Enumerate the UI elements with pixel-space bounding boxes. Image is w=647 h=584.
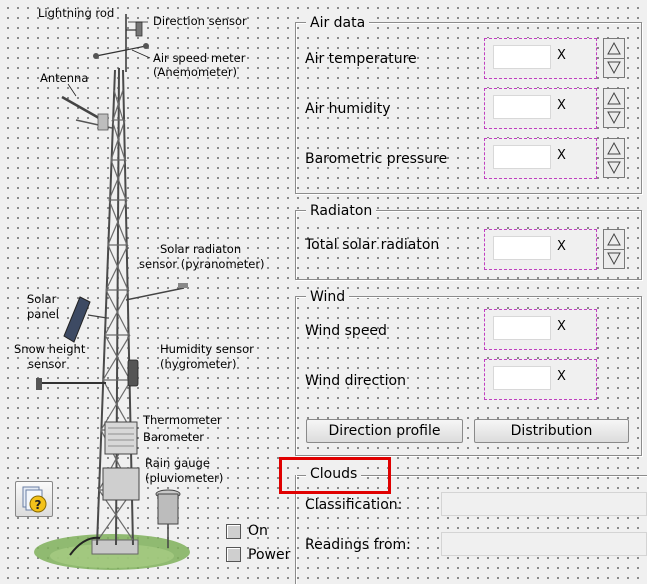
wind-direction-value: X	[484, 359, 597, 400]
anemometer-cup	[143, 43, 149, 49]
total-solar-radiation-unit: X	[557, 239, 566, 254]
radiation-title: Radiaton	[306, 203, 377, 219]
spin-down-button[interactable]	[604, 158, 624, 177]
logger-box	[102, 467, 140, 501]
spin-up-icon	[607, 41, 621, 55]
total-solar-radiation-value: X	[484, 229, 597, 270]
distribution-button[interactable]: Distribution	[474, 419, 629, 443]
label-direction-sensor: Direction sensor	[153, 14, 247, 28]
barometric-pressure-label: Barometric pressure	[305, 151, 448, 167]
label-rain-gauge: Rain gauge	[145, 456, 210, 470]
tower-lattice	[96, 67, 134, 546]
classification-label: Classification:	[305, 497, 403, 513]
total-solar-radiation-display	[493, 236, 551, 260]
air-temperature-value: X	[484, 38, 597, 79]
svg-text:?: ?	[35, 498, 42, 512]
clouds-group-left-border	[295, 475, 296, 584]
on-checkbox[interactable]	[226, 524, 241, 539]
power-label: Power	[248, 547, 291, 563]
thermometer-barometer-box	[104, 421, 138, 455]
wind-direction-display	[493, 366, 551, 390]
air-humidity-unit: X	[557, 98, 566, 113]
label-snow-height-1: Snow height	[14, 342, 86, 356]
barometric-pressure-unit: X	[557, 148, 566, 163]
classification-field[interactable]	[441, 492, 647, 516]
spin-down-icon	[607, 252, 621, 266]
label-antenna: Antenna	[40, 71, 89, 85]
readings-from-label: Readings from:	[305, 537, 411, 553]
label-pluviometer: (pluviometer)	[145, 471, 224, 485]
label-pyranometer: sensor (pyranometer)	[139, 257, 265, 271]
air-temperature-spinner[interactable]	[603, 38, 625, 78]
spin-down-icon	[607, 111, 621, 125]
spin-up-icon	[607, 232, 621, 246]
readings-from-field[interactable]	[441, 532, 647, 556]
pyranometer-arm	[125, 287, 185, 301]
help-button[interactable]: ?	[15, 481, 53, 517]
barometric-pressure-display	[493, 145, 551, 169]
total-solar-radiation-spinner[interactable]	[603, 229, 625, 269]
air-data-group	[295, 22, 642, 194]
weather-station-illustration: Lightning rod Direction sensor Air speed…	[0, 0, 290, 584]
spin-down-icon	[607, 61, 621, 75]
spin-down-button[interactable]	[604, 249, 624, 268]
wind-group	[295, 296, 642, 456]
wind-speed-display	[493, 316, 551, 340]
spin-down-button[interactable]	[604, 58, 624, 77]
air-temperature-display	[493, 45, 551, 69]
label-anemometer: (Anemometer)	[153, 65, 238, 79]
power-checkbox[interactable]	[226, 547, 241, 562]
barometric-pressure-spinner[interactable]	[603, 138, 625, 178]
total-solar-radiation-label: Total solar radiaton	[305, 237, 440, 253]
air-humidity-spinner[interactable]	[603, 88, 625, 128]
air-data-title: Air data	[306, 15, 370, 31]
label-lightning-rod: Lightning rod	[38, 6, 115, 20]
spin-down-icon	[607, 161, 621, 175]
label-thermometer: Thermometer	[143, 413, 222, 427]
direction-sensor	[135, 21, 143, 37]
clouds-title: Clouds	[306, 466, 362, 482]
wind-direction-label: Wind direction	[305, 373, 406, 389]
spin-up-icon	[607, 91, 621, 105]
label-humidity-sensor: Humidity sensor	[160, 342, 254, 356]
spin-down-button[interactable]	[604, 108, 624, 127]
label-snow-height-2: sensor	[28, 357, 67, 371]
wind-direction-unit: X	[557, 369, 566, 384]
clouds-highlight-box	[279, 457, 391, 494]
direction-profile-button[interactable]: Direction profile	[306, 419, 463, 443]
on-label: On	[248, 523, 268, 539]
help-icon: ?	[22, 486, 47, 513]
hygrometer	[127, 359, 139, 387]
wind-title: Wind	[306, 289, 350, 305]
label-solar-panel-1: Solar	[27, 292, 57, 306]
wind-speed-unit: X	[557, 319, 566, 334]
spin-up-button[interactable]	[604, 139, 624, 159]
label-hygrometer: (hygrometer)	[160, 357, 237, 371]
barometric-pressure-value: X	[484, 138, 597, 179]
label-air-speed-meter: Air speed meter	[153, 51, 246, 65]
solar-panel	[63, 296, 91, 343]
spin-up-button[interactable]	[604, 230, 624, 250]
clouds-group-border	[295, 475, 647, 476]
air-humidity-display	[493, 95, 551, 119]
label-solar-panel-2: panel	[27, 307, 59, 321]
radiation-group	[295, 210, 642, 280]
air-temperature-unit: X	[557, 48, 566, 63]
air-humidity-value: X	[484, 88, 597, 129]
spin-up-button[interactable]	[604, 39, 624, 59]
air-humidity-label: Air humidity	[305, 101, 391, 117]
air-temperature-label: Air temperature	[305, 51, 417, 67]
spin-up-button[interactable]	[604, 89, 624, 109]
wind-speed-value: X	[484, 309, 597, 350]
wind-speed-label: Wind speed	[305, 323, 387, 339]
spin-up-icon	[607, 141, 621, 155]
weather-tower-drawing	[34, 14, 190, 570]
label-barometer: Barometer	[143, 430, 205, 444]
label-solar-radiation: Solar radiaton	[160, 242, 242, 256]
